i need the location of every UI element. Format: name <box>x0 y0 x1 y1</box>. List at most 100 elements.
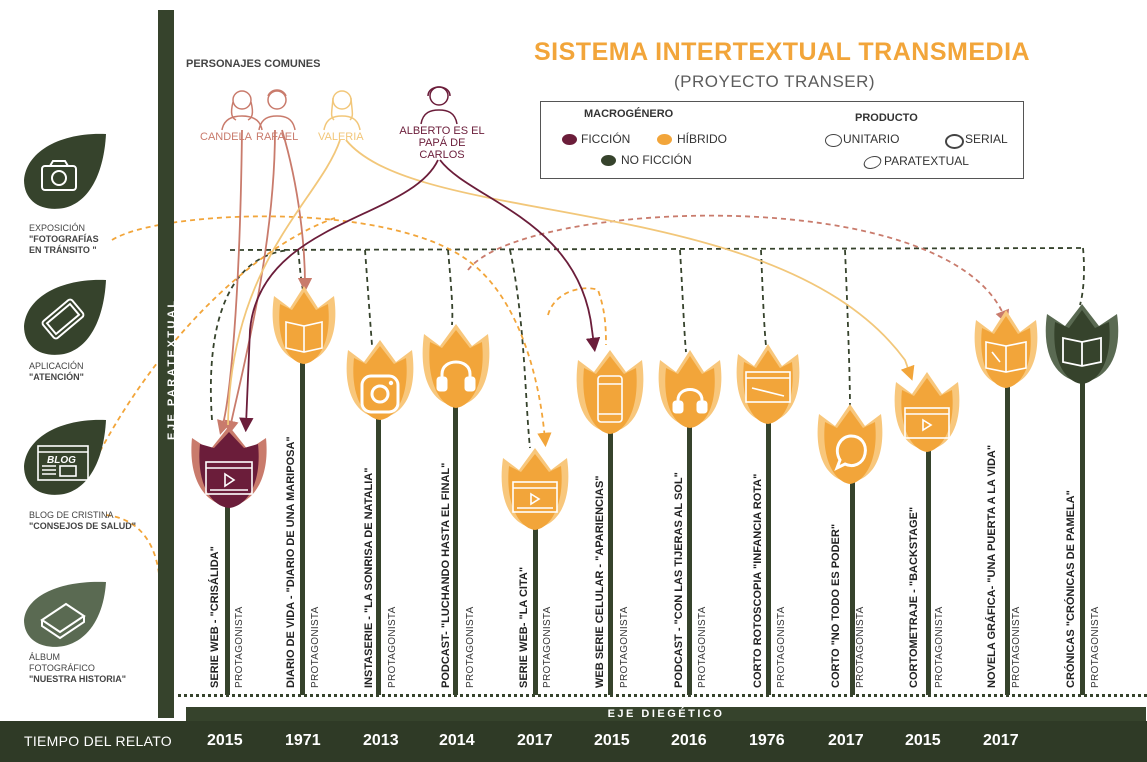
year-label: 1976 <box>749 732 785 749</box>
product-role: PROTAGONISTA <box>619 606 630 688</box>
link-dashed <box>447 249 454 326</box>
blog-icon: BLOG <box>24 419 106 495</box>
link-dashed <box>1079 247 1085 306</box>
legend-paratextual-label: PARATEXTUAL <box>884 154 969 168</box>
link-dashed <box>679 249 687 353</box>
side-item-label: APLICACIÓN <box>29 361 84 371</box>
legend-hibrido-swatch <box>657 134 672 145</box>
legend-hibrido-label: HÍBRIDO <box>677 132 728 146</box>
character-alberto-line1: ALBERTO ES EL <box>399 125 485 137</box>
flower-no-todo-es-poder[interactable] <box>813 400 887 486</box>
time-bar <box>0 721 1147 762</box>
product-stem <box>300 358 305 695</box>
year-label: 1971 <box>285 732 321 749</box>
flower-diario[interactable] <box>268 282 340 366</box>
diagram-title: SISTEMA INTERTEXTUAL TRANSMEDIA <box>534 38 1031 66</box>
flower-instaserie[interactable] <box>342 336 418 422</box>
year-label: 2015 <box>207 732 243 749</box>
product-name: DIARIO DE VIDA - "DIARIO DE UNA MARIPOSA… <box>285 436 297 688</box>
side-item-album: ÁLBUM FOTOGRÁFICO "NUESTRA HISTORIA" <box>29 652 126 685</box>
flower-podcast-tijeras[interactable] <box>654 346 726 430</box>
flower-la-cita[interactable] <box>497 444 573 532</box>
paratextual-axis-label: EJE PARATEXTUAL <box>166 298 178 440</box>
diagram-subtitle: (PROYECTO TRANSER) <box>674 72 876 91</box>
year-label: 2016 <box>671 732 707 749</box>
product-role: PROTAGONISTA <box>542 606 553 688</box>
character-valeria: VALERIA <box>318 131 364 143</box>
time-axis-label: TIEMPO DEL RELATO <box>24 733 172 749</box>
character-alberto-line2: PAPÁ DE CARLOS <box>418 137 466 161</box>
legend-ficcion-swatch <box>562 134 577 145</box>
character-candela: CANDELA <box>200 131 252 143</box>
flower-infancia-rota[interactable] <box>732 340 804 426</box>
product-name: PODCAST - "CON LAS TIJERAS AL SOL" <box>673 472 685 688</box>
year-label: 2017 <box>517 732 553 749</box>
legend-paratextual-icon <box>861 156 884 169</box>
product-role: PROTAGONISTA <box>310 606 321 688</box>
candela-icon <box>221 90 263 131</box>
link-dashed <box>509 249 531 449</box>
year-label: 2017 <box>983 732 1019 749</box>
side-item-label: "CONSEJOS DE SALUD" <box>29 521 137 531</box>
legend-ficcion-label: FICCIÓN <box>581 132 631 146</box>
character-alberto: ALBERTO ES EL PAPÁ DE CARLOS <box>396 125 488 161</box>
product-stem <box>533 520 538 695</box>
product-name: SERIE WEB- "LA CITA" <box>518 566 530 688</box>
product-name: WEB SERIE CELULAR - "APARIENCIAS" <box>594 475 606 688</box>
product-name: CRÓNICAS "CRÓNICAS DE PAMELA" <box>1065 490 1077 688</box>
diegetic-dotted-line <box>178 694 1147 701</box>
product-name: NOVELA GRÁFICA- "UNA PUERTA A LA VIDA" <box>986 444 998 688</box>
product-role: PROTAGONISTA <box>1011 606 1022 688</box>
flower-cronicas[interactable] <box>1043 300 1121 384</box>
link-dashed <box>844 249 851 409</box>
product-name: CORTOMETRAJE - "BACKSTAGE" <box>908 506 920 688</box>
tablet-icon <box>24 279 106 355</box>
side-item-aplicacion: APLICACIÓN "ATENCIÓN" <box>29 361 84 383</box>
product-role: PROTAGONISTA <box>934 606 945 688</box>
legend-no-ficcion-label: NO FICCIÓN <box>621 153 692 167</box>
valeria-icon <box>323 90 361 131</box>
product-role: PROTAGONISTA <box>855 606 866 688</box>
legend-box: MACROGÉNERO FICCIÓN HÍBRIDO NO FICCIÓN P… <box>540 101 1024 179</box>
character-rafael: RAFAEL <box>256 131 299 143</box>
product-stem <box>608 420 613 695</box>
alberto-icon <box>420 86 458 125</box>
product-stem <box>766 420 771 695</box>
characters-heading: PERSONAJES COMUNES <box>186 58 321 70</box>
flower-backstage[interactable] <box>890 368 964 454</box>
flower-podcast-luchando[interactable] <box>418 320 494 410</box>
side-item-label: "FOTOGRAFÍAS <box>29 234 99 244</box>
product-role: PROTAGONISTA <box>234 606 245 688</box>
product-stem <box>926 440 931 695</box>
product-name: PODCAST- "LUCHANDO HASTA EL FINAL" <box>440 462 452 688</box>
side-item-blog: BLOG DE CRISTINA "CONSEJOS DE SALUD" <box>29 510 136 532</box>
flower-crisalida[interactable] <box>188 418 270 513</box>
product-stem <box>1080 370 1085 695</box>
product-stem <box>850 476 855 695</box>
year-label: 2015 <box>594 732 630 749</box>
link-dashed <box>364 249 373 346</box>
link-dashed <box>760 249 767 347</box>
legend-macrogenero-heading: MACROGÉNERO <box>584 108 674 120</box>
product-stem <box>225 500 230 695</box>
album-icon <box>24 581 106 647</box>
product-stem <box>687 420 692 695</box>
product-role: PROTAGONISTA <box>776 606 787 688</box>
flower-apariencias[interactable] <box>572 346 648 436</box>
flower-una-puerta[interactable] <box>970 306 1042 390</box>
product-stem <box>376 410 381 695</box>
paratextual-axis <box>158 10 174 718</box>
product-name: CORTO ROTOSCOPIA "INFANCIA ROTA" <box>752 473 764 688</box>
side-item-label: EXPOSICIÓN <box>29 223 86 233</box>
rafael-icon <box>258 89 296 131</box>
legend-serial-icon <box>945 134 964 149</box>
product-stem <box>1005 380 1010 695</box>
side-item-exposicion: EXPOSICIÓN "FOTOGRAFÍAS EN TRÁNSITO " <box>29 223 99 256</box>
side-item-label: "ATENCIÓN" <box>29 372 84 382</box>
product-name: INSTASERIE - "LA SONRISA DE NATALIA" <box>363 467 375 688</box>
product-role: PROTAGONISTA <box>1090 606 1101 688</box>
legend-unitario-icon <box>825 134 842 147</box>
year-label: 2017 <box>828 732 864 749</box>
year-label: 2013 <box>363 732 399 749</box>
